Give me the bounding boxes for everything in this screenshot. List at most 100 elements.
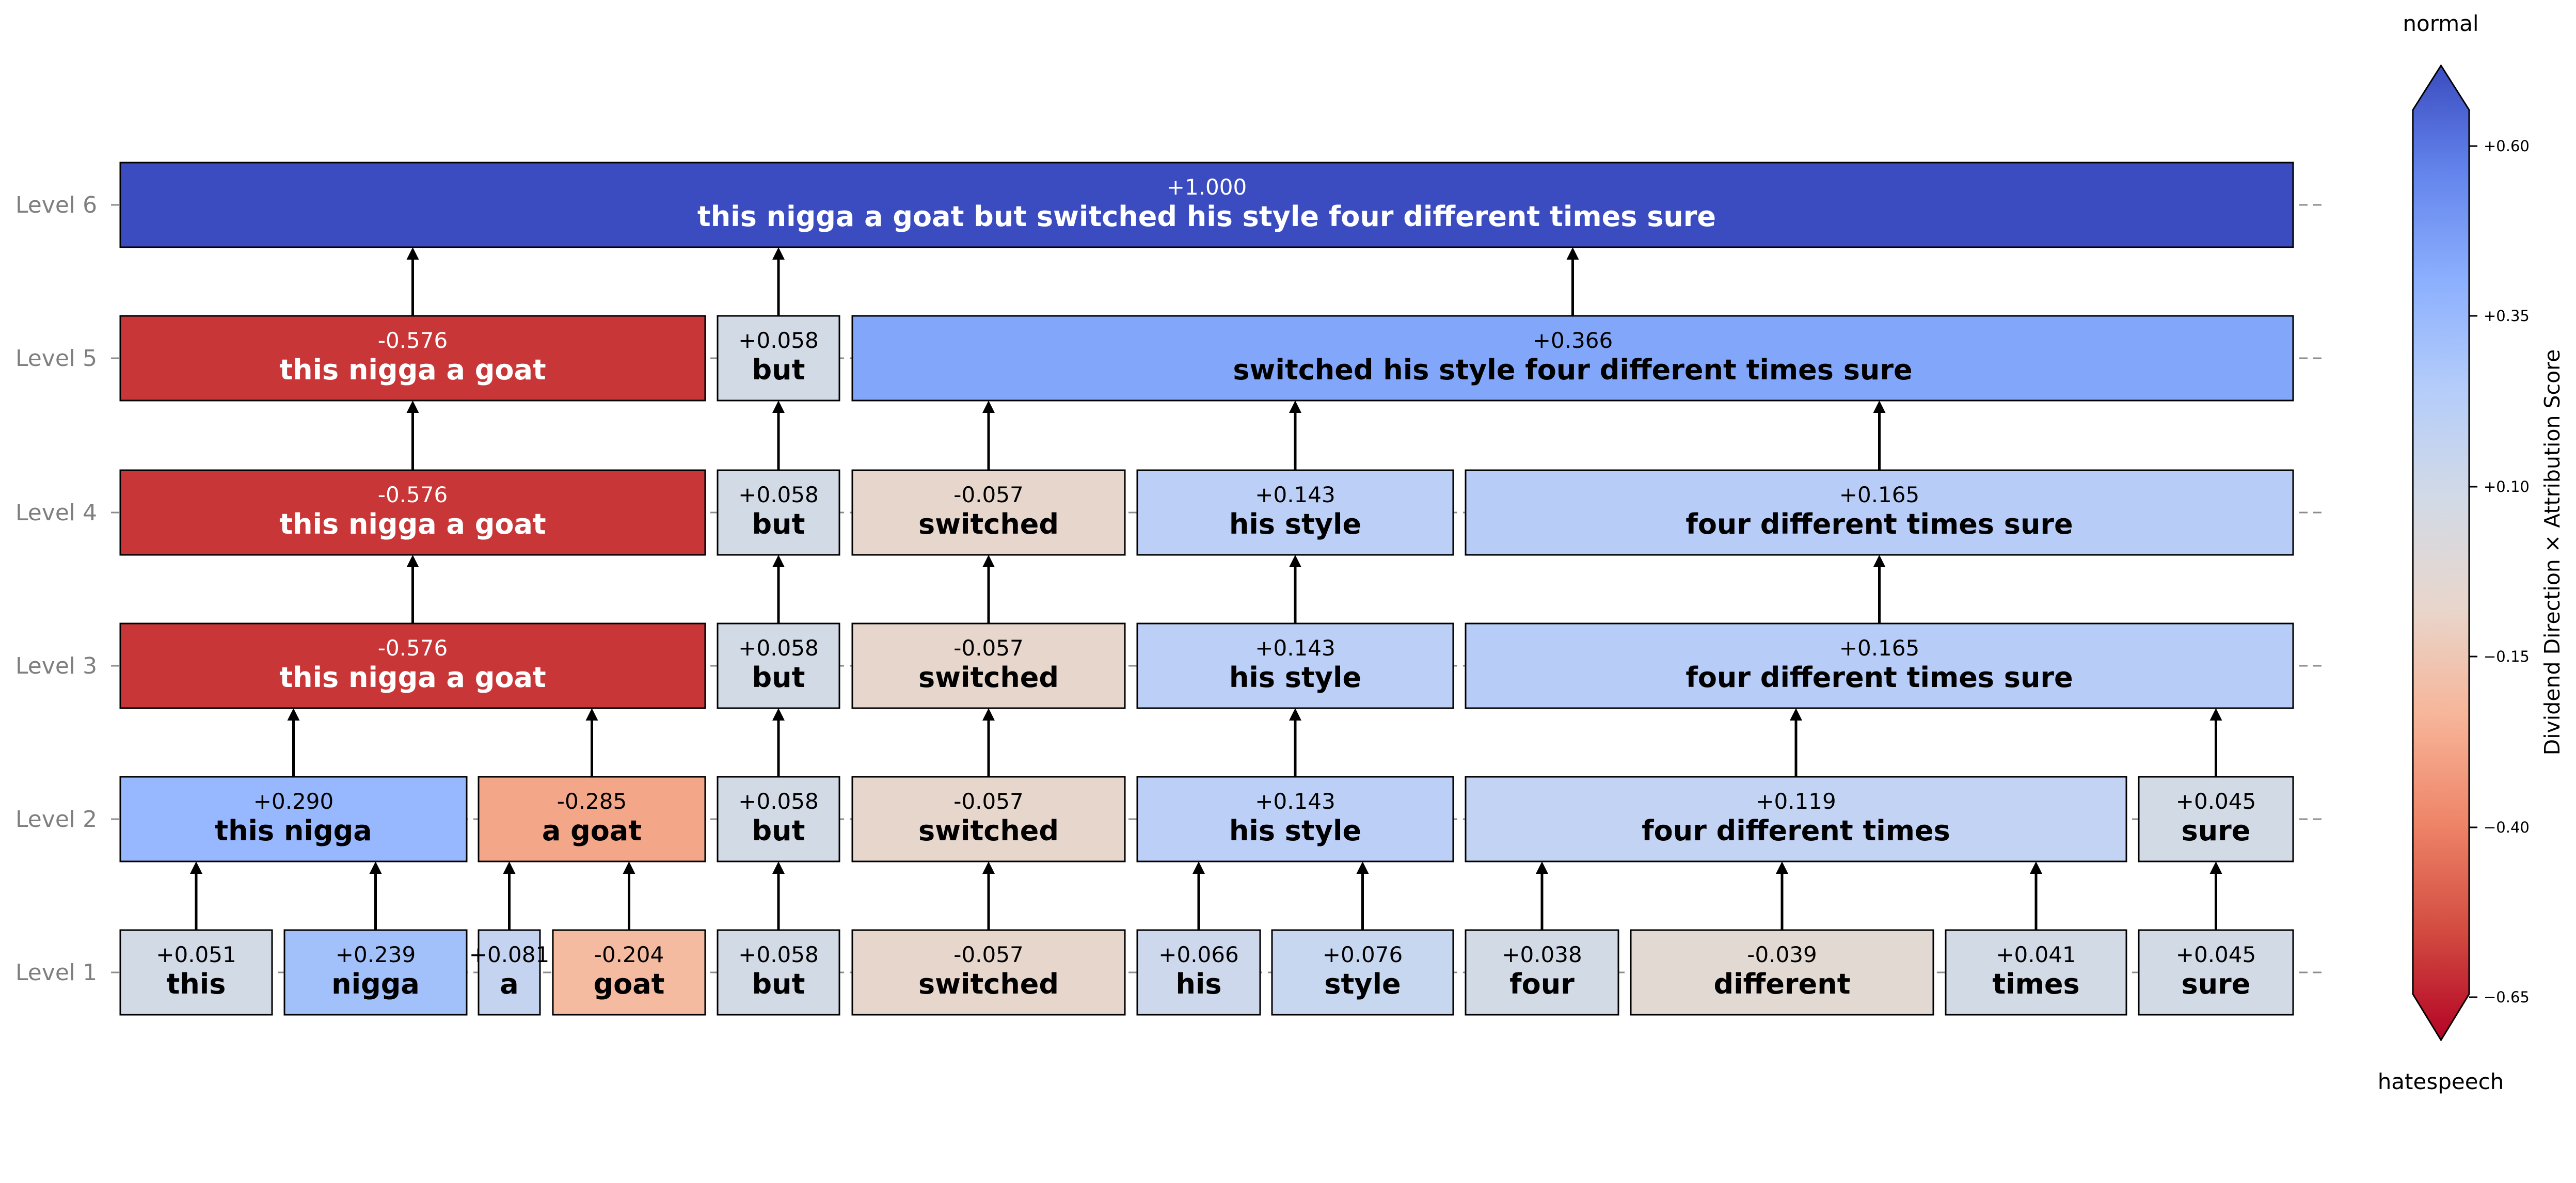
node-score: +0.239: [336, 942, 416, 967]
node-score: -0.057: [953, 789, 1023, 814]
node-score: +0.143: [1255, 482, 1335, 507]
merge-arrow: [406, 401, 419, 470]
levels-layer: Level 1+0.051this+0.239nigga+0.081a-0.20…: [15, 162, 2327, 1016]
colorbar-gradient: [2412, 64, 2470, 1042]
node-score: +0.041: [1996, 942, 2076, 967]
merge-arrow: [1289, 401, 1301, 470]
node-box: [851, 776, 1126, 862]
node-text: this nigga a goat but switched his style…: [697, 200, 1716, 233]
merge-arrow: [772, 708, 785, 777]
merge-arrow: [982, 401, 995, 470]
level-1: Level 1+0.051this+0.239nigga+0.081a-0.20…: [15, 929, 2327, 1016]
node-text: this nigga a goat: [279, 661, 546, 694]
node-box: [1136, 929, 1261, 1016]
merge-arrow: [1289, 555, 1301, 624]
node-score: -0.576: [378, 482, 448, 507]
node-text: switched: [918, 661, 1059, 694]
node-box: [851, 929, 1126, 1016]
node-score: +0.290: [253, 789, 333, 814]
merge-arrow: [1873, 401, 1886, 470]
node-box: [717, 315, 840, 402]
merge-arrow: [772, 401, 785, 470]
node-score: -0.057: [953, 942, 1023, 967]
node-text: style: [1324, 968, 1401, 1000]
merge-arrow: [1566, 247, 1579, 316]
node-text: switched his style four different times …: [1233, 354, 1912, 386]
node-text: switched: [918, 508, 1059, 540]
node-text: but: [752, 968, 805, 1000]
node-box: [851, 315, 2294, 402]
merge-arrow: [406, 555, 419, 624]
node-score: +0.058: [738, 942, 818, 967]
node-score: +0.058: [738, 482, 818, 507]
node-text: switched: [918, 814, 1059, 847]
node-box: [1945, 929, 2127, 1016]
node-text: this nigga a goat: [279, 354, 546, 386]
node-box: [1136, 622, 1454, 709]
node-box: [1465, 776, 2127, 862]
node-text: four different times sure: [1685, 661, 2073, 694]
node-score: +0.038: [1502, 942, 1582, 967]
merge-arrow: [1356, 861, 1369, 930]
node-score: -0.039: [1747, 942, 1817, 967]
node-score: -0.576: [378, 635, 448, 661]
colorbar-tick-label: +0.60: [2484, 137, 2530, 155]
node-score: +0.143: [1255, 635, 1335, 661]
merge-arrow: [1873, 555, 1886, 624]
node-score: -0.576: [378, 328, 448, 353]
node-score: +0.051: [156, 942, 236, 967]
node-text: sure: [2182, 814, 2251, 847]
node-text: nigga: [331, 968, 420, 1000]
node-text: but: [752, 508, 805, 540]
merge-arrow: [287, 708, 300, 777]
level-label: Level 2: [15, 806, 97, 833]
node-text: this nigga: [215, 814, 372, 847]
node-text: a goat: [542, 814, 642, 847]
node-score: +0.066: [1158, 942, 1238, 967]
node-box: [119, 162, 2294, 248]
merge-arrow: [772, 247, 785, 316]
node-text: four different times: [1642, 814, 1950, 847]
node-score: +1.000: [1167, 174, 1247, 200]
node-box: [478, 776, 706, 862]
node-text: but: [752, 814, 805, 847]
merge-arrow: [585, 708, 598, 777]
merge-arrow: [1289, 708, 1301, 777]
node-text: this: [167, 968, 226, 1000]
colorbar-tick-label: −0.65: [2484, 988, 2530, 1006]
node-box: [283, 929, 468, 1016]
node-text: a: [500, 968, 518, 1000]
node-box: [717, 929, 840, 1016]
merge-arrow: [623, 861, 635, 930]
node-text: four different times sure: [1685, 508, 2073, 540]
merge-arrow: [982, 555, 995, 624]
node-score: -0.057: [953, 635, 1023, 661]
node-text: times: [1992, 968, 2079, 1000]
merge-arrow: [190, 861, 202, 930]
